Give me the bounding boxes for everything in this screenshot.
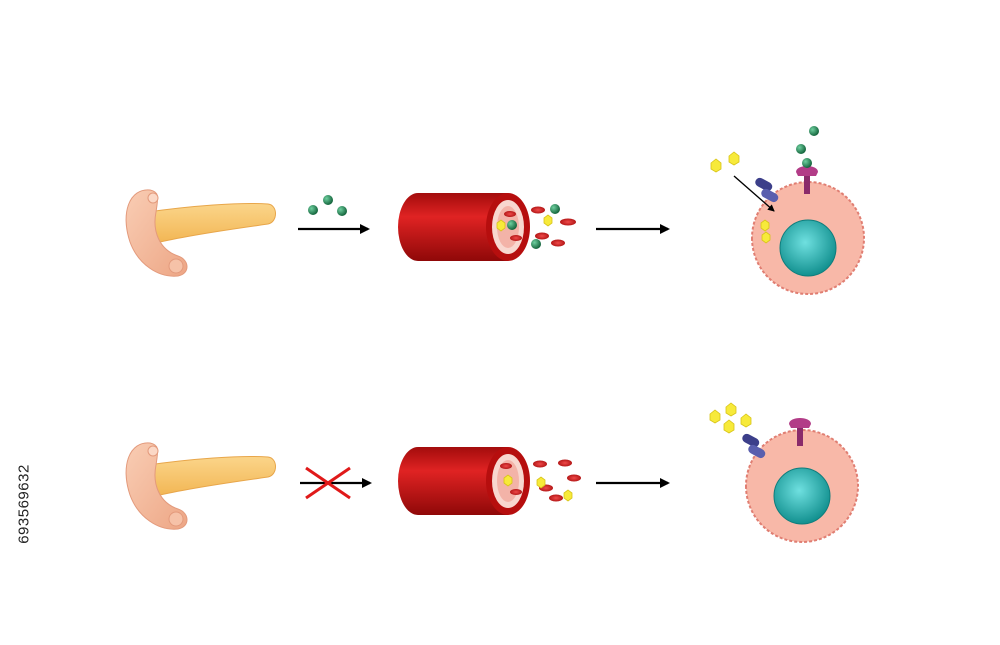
target-cell — [745, 429, 859, 543]
blocked-cross — [305, 466, 351, 500]
stock-image-id: 693569632 — [14, 404, 34, 604]
glucose-transporter — [742, 433, 766, 459]
glucose-uptake-arrow — [733, 175, 775, 212]
pancreas — [125, 442, 276, 530]
insulin-molecule — [323, 195, 333, 205]
glucose-molecules — [709, 402, 752, 434]
stock-image-id-text: 693569632 — [15, 464, 33, 544]
insulin-molecule — [337, 206, 347, 216]
insulin-molecules — [308, 195, 347, 216]
insulin-receptor — [796, 158, 818, 194]
free-insulin — [796, 126, 819, 154]
insulin-receptor — [789, 418, 811, 446]
blood-vessel — [398, 447, 581, 515]
row-insulin-present — [125, 126, 865, 295]
glucose-molecules — [710, 151, 771, 244]
glucose-transporter — [755, 177, 779, 203]
insulin-molecule — [308, 205, 318, 215]
row-insulin-absent — [125, 402, 859, 543]
pancreas — [125, 189, 276, 277]
blood-vessel — [398, 193, 576, 261]
